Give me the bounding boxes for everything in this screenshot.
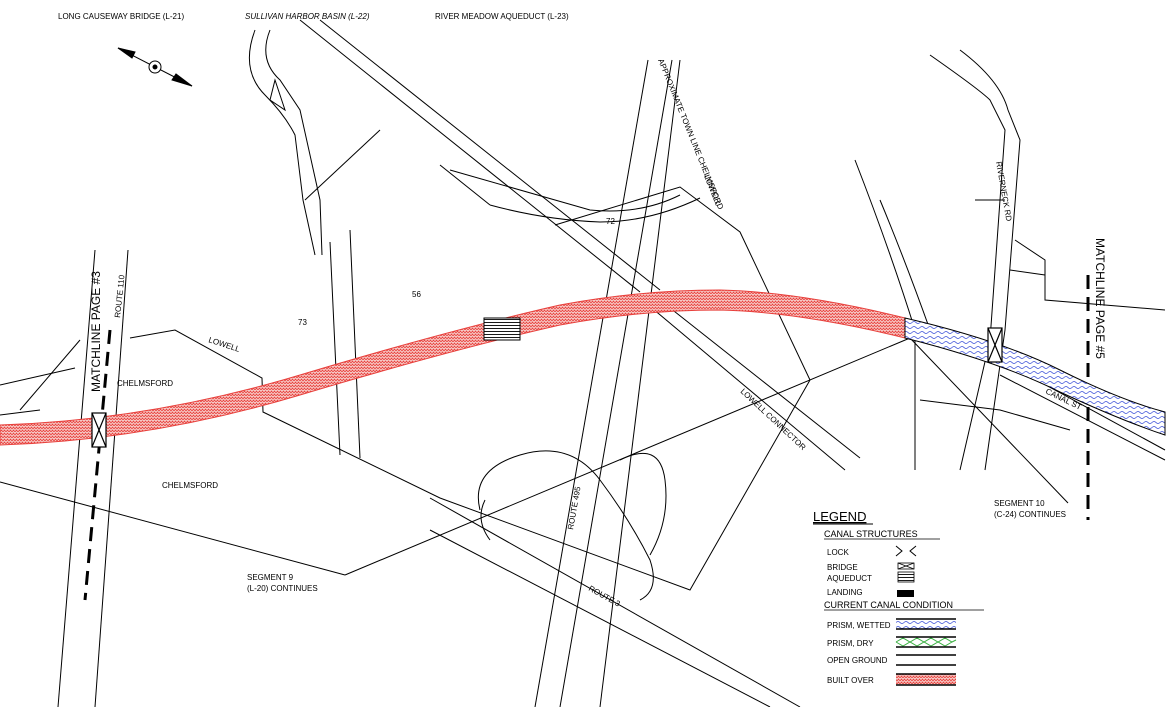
legend-bridge-label: BRIDGE [827,563,858,572]
route-3-label: ROUTE 3 [587,584,622,609]
segment-9-continues: (L-20) CONTINUES [247,584,318,593]
north-arrow-icon [117,47,193,87]
parcel-73-label: 73 [298,318,307,327]
legend-built-over-swatch [896,673,956,686]
legend-landing-label: LANDING [827,588,863,597]
segment-10-label: SEGMENT 10 [994,499,1045,508]
legend-aqueduct-symbol-icon [897,571,915,583]
header-ref-river-meadow-aqueduct: RIVER MEADOW AQUEDUCT (L-23) [435,12,569,21]
legend: LEGEND CANAL STRUCTURES LOCK BRIDGE AQUE… [813,509,984,686]
legend-condition-heading: CURRENT CANAL CONDITION [824,600,953,610]
legend-open-ground-label: OPEN GROUND [827,656,888,665]
matchline-left-label: MATCHLINE PAGE #3 [89,271,103,392]
town-chelmsford-label-2: CHELMSFORD [162,481,218,490]
parcel-56-label: 56 [412,290,421,299]
header-ref-long-causeway-bridge: LONG CAUSEWAY BRIDGE (L-21) [58,12,184,21]
legend-title: LEGEND [813,509,866,524]
bridge-symbol-icon [91,327,1003,448]
town-line-lowell-label: LOWELL [702,173,723,207]
lock-symbol-icon [895,545,917,557]
town-lowell-label: LOWELL [207,335,241,354]
legend-lock-label: LOCK [827,548,849,557]
landing-symbol-icon [897,590,914,597]
town-chelmsford-label: CHELMSFORD [117,379,173,388]
legend-prism-wetted-swatch [896,618,956,630]
legend-structures-heading: CANAL STRUCTURES [824,529,918,539]
legend-prism-dry-swatch [895,636,957,648]
segment-10-continues: (C-24) CONTINUES [994,510,1066,519]
lowell-connector-label: LOWELL CONNECTOR [739,387,808,452]
road-lines [0,19,1166,707]
header-ref-sullivan-harbor-basin: SULLIVAN HARBOR BASIN (L-22) [245,12,370,21]
legend-built-over-label: BUILT OVER [827,676,874,685]
canal-prism-wetted [904,317,1166,436]
matchline-right-label: MATCHLINE PAGE #5 [1093,238,1107,359]
segment-9-label: SEGMENT 9 [247,573,294,582]
riverneck-rd-label: RIVERNECK RD [994,161,1013,222]
legend-bridge-symbol-icon [897,562,915,570]
route-495-label: ROUTE 495 [566,485,583,530]
legend-open-ground-swatch [896,654,956,666]
parcel-72-label: 72 [606,217,615,226]
legend-aqueduct-label: AQUEDUCT [827,574,872,583]
legend-prism-dry-label: PRISM, DRY [827,639,874,648]
aqueduct-symbol-icon [483,317,521,341]
legend-prism-wetted-label: PRISM, WETTED [827,621,891,630]
